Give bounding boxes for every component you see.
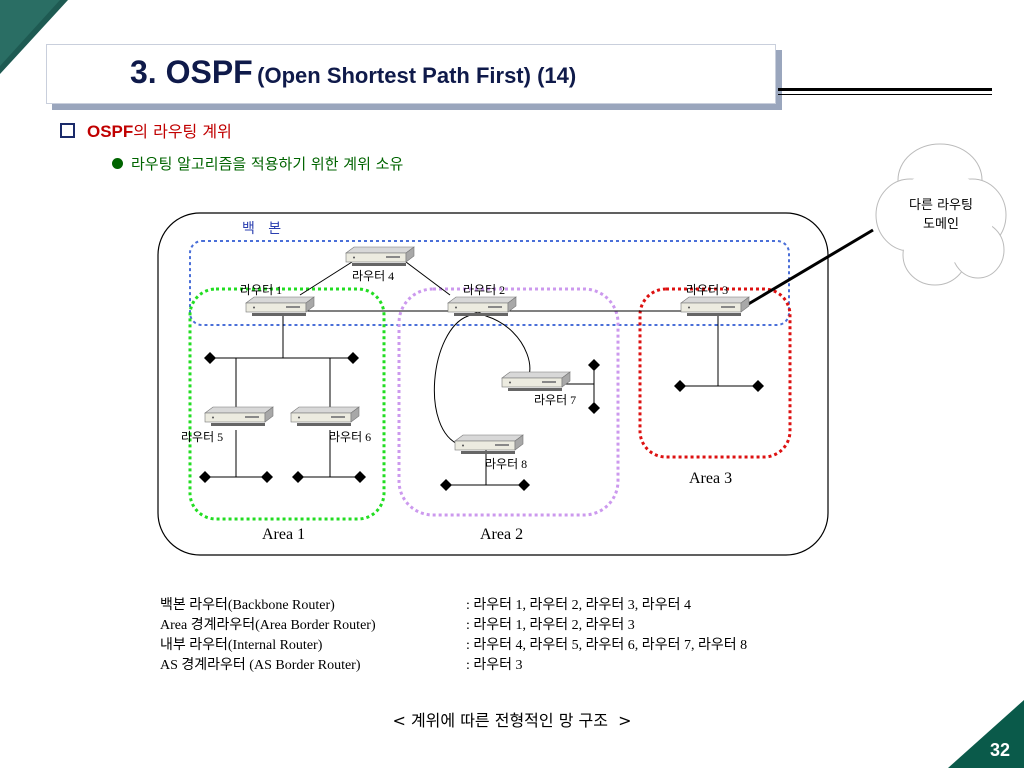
router-legend: 백본 라우터(Backbone Router) : 라우터 1, 라우터 2, … [160, 596, 747, 676]
corner-decoration-bottom-right [948, 700, 1024, 768]
title-rule [778, 94, 992, 95]
legend-value: : 라우터 1, 라우터 2, 라우터 3 [466, 618, 635, 633]
router-1-label: 라우터 1 [240, 283, 283, 297]
router-2-label: 라우터 2 [463, 283, 506, 297]
legend-row: AS 경계라우터 (AS Border Router) : 라우터 3 [160, 656, 747, 676]
other-domain-label: 다른 라우팅 도메인 [876, 196, 1006, 234]
area2-boundary [397, 287, 620, 517]
router-3-label: 라우터 3 [686, 283, 729, 297]
area3-boundary [638, 287, 792, 459]
bullet-heading: OSPF의 라우팅 계위 [60, 118, 232, 142]
other-domain-cloud [875, 143, 1007, 286]
legend-row: Area 경계라우터(Area Border Router) : 라우터 1, … [160, 616, 747, 636]
bullet-heading-rest: 의 라우팅 계위 [133, 122, 232, 141]
router-8-icon [454, 434, 524, 455]
legend-term: Area 경계라우터(Area Border Router) [160, 618, 376, 633]
sub-bullet-text: 라우팅 알고리즘을 적용하기 위한 계위 소유 [131, 155, 404, 173]
router-6-label: 라우터 6 [329, 430, 372, 444]
legend-row: 백본 라우터(Backbone Router) : 라우터 1, 라우터 2, … [160, 596, 747, 616]
title-subtitle: (Open Shortest Path First) (14) [257, 63, 577, 88]
router-1-icon [245, 296, 315, 317]
title-box [46, 44, 776, 104]
network-links [205, 228, 874, 486]
cloud-label-line2: 도메인 [923, 217, 959, 232]
title-rule [778, 88, 992, 91]
router-6-icon [290, 406, 360, 427]
router-7-icon [501, 371, 571, 392]
figure-caption: < 계위에 따른 전형적인 망 구조 > [392, 711, 632, 730]
cloud-label-line1: 다른 라우팅 [909, 198, 973, 213]
router-2-icon [447, 296, 517, 317]
router-5-label: 라우터 5 [181, 430, 224, 444]
legend-term: 백본 라우터(Backbone Router) [160, 598, 335, 613]
corner-decoration-top-left [0, 0, 68, 74]
area3-label: Area 3 [689, 470, 733, 487]
router-3-icon [680, 296, 750, 317]
legend-value: : 라우터 4, 라우터 5, 라우터 6, 라우터 7, 라우터 8 [466, 638, 748, 653]
legend-value: : 라우터 1, 라우터 2, 라우터 3, 라우터 4 [466, 598, 691, 613]
sub-bullet: 라우팅 알고리즘을 적용하기 위한 계위 소유 [112, 153, 403, 174]
checkbox-bullet-icon [60, 123, 75, 138]
bullet-heading-strong: OSPF [87, 122, 134, 141]
backbone-area-boundary [189, 240, 790, 326]
area1-label: Area 1 [262, 526, 306, 543]
legend-term: AS 경계라우터 (AS Border Router) [160, 658, 361, 673]
area1-boundary [188, 287, 386, 521]
router-7-label: 라우터 7 [534, 393, 577, 407]
area2-label: Area 2 [480, 526, 524, 543]
legend-value: : 라우터 3 [466, 658, 523, 673]
router-8-label: 라우터 8 [485, 457, 528, 471]
host-nodes [199, 352, 764, 491]
page-title: 3. OSPF (Open Shortest Path First) (14) [130, 54, 576, 91]
router-5-icon [204, 406, 274, 427]
backbone-label: 백 본 [242, 221, 282, 237]
autonomous-system-boundary [157, 212, 829, 556]
page-number: 32 [989, 740, 1010, 760]
legend-row: 내부 라우터(Internal Router) : 라우터 4, 라우터 5, … [160, 636, 747, 656]
router-4-icon [345, 246, 415, 267]
title-main: 3. OSPF [130, 54, 253, 90]
legend-term: 내부 라우터(Internal Router) [160, 638, 323, 653]
router-4-label: 라우터 4 [352, 269, 395, 283]
dot-bullet-icon [112, 158, 123, 169]
